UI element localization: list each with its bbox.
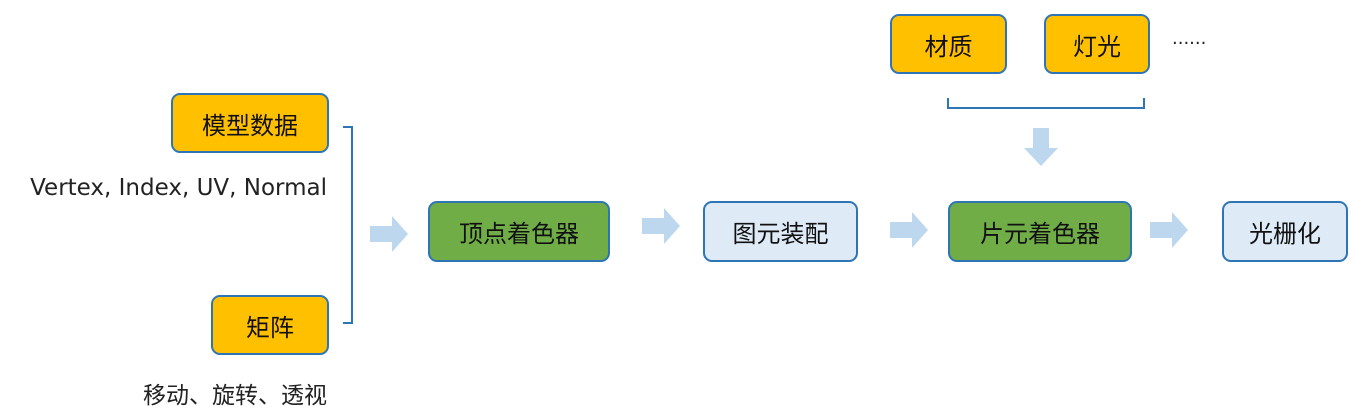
primitive-assembly-box: 图元装配 xyxy=(703,201,858,262)
model-data-box: 模型数据 xyxy=(171,93,329,153)
model-data-description: Vertex, Index, UV, Normal xyxy=(30,175,327,201)
fragment-shader-box: 片元着色器 xyxy=(948,201,1132,262)
material-label: 材质 xyxy=(924,32,973,61)
matrix-label: 矩阵 xyxy=(246,313,294,342)
arrow-right-icon xyxy=(642,208,680,244)
arrow-right-icon xyxy=(1150,212,1188,248)
light-label: 灯光 xyxy=(1073,32,1121,61)
matrix-box: 矩阵 xyxy=(211,295,329,355)
vertex-shader-box: 顶点着色器 xyxy=(428,201,610,262)
fragment-shader-label: 片元着色器 xyxy=(980,220,1100,248)
rasterization-label: 光栅化 xyxy=(1249,220,1321,248)
fragment-input-bracket xyxy=(947,98,1145,109)
matrix-description: 移动、旋转、透视 xyxy=(143,383,327,409)
model-data-label: 模型数据 xyxy=(202,111,298,140)
arrow-right-icon xyxy=(890,212,928,248)
arrow-down-icon xyxy=(1024,128,1058,166)
vertex-shader-label: 顶点着色器 xyxy=(459,220,579,248)
light-box: 灯光 xyxy=(1044,14,1150,74)
primitive-assembly-label: 图元装配 xyxy=(732,220,829,248)
rasterization-box: 光栅化 xyxy=(1222,201,1348,262)
input-bracket xyxy=(343,126,353,324)
more-ellipsis: ...... xyxy=(1172,28,1207,49)
arrow-right-icon xyxy=(370,216,408,252)
material-box: 材质 xyxy=(890,14,1007,74)
